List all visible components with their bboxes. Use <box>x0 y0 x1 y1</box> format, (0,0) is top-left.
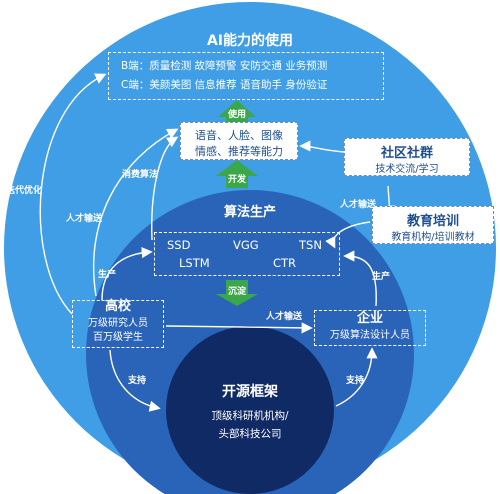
model-ctr: CTR <box>273 256 297 270</box>
capability-line-2: 情感、推荐等能力 <box>195 145 283 158</box>
open-source-line-1: 顶级科研机机构/ <box>211 410 289 422</box>
ai-usage-title: AI能力的使用 <box>206 33 294 49</box>
enterprise-box: 企业 万级算法设计人员 <box>314 310 426 346</box>
talent-middle-label: 人才输送 <box>266 312 303 322</box>
iterate-arrow <box>39 73 107 315</box>
support-right-label: 支持 <box>346 376 365 386</box>
model-ssd: SSD <box>167 238 191 252</box>
talent-middle-arrow <box>165 322 313 334</box>
develop-arrow <box>216 160 258 188</box>
consume-label: 消费算法 <box>122 170 159 180</box>
precipitate-label: 沉淀 <box>227 287 246 297</box>
produce-right-arrow <box>343 250 377 307</box>
community-subtitle: 技术交流/学习 <box>375 164 439 175</box>
consume-arrow <box>151 136 179 241</box>
community-title: 社区社群 <box>380 146 433 161</box>
produce-left-arrow <box>101 247 153 301</box>
talent-left-label: 人才输送 <box>66 214 103 224</box>
support-right-arrow <box>335 347 378 407</box>
model-tsn: TSN <box>299 238 322 252</box>
use-label: 使用 <box>227 110 246 120</box>
b-side-row: B端：质量检测 故障预警 安防交通 业务预测 <box>121 60 328 72</box>
university-line-1: 万级研究人员 <box>88 318 148 329</box>
enterprise-line-1: 万级算法设计人员 <box>330 330 410 341</box>
education-box: 教育培训 教育机构/培训教材 <box>372 206 494 244</box>
education-subtitle: 教育机构/培训教材 <box>391 232 475 243</box>
develop-label: 开发 <box>227 175 246 185</box>
education-title: 教育培训 <box>406 214 459 229</box>
support-left-arrow <box>109 349 161 412</box>
university-box: 高校 万级研究人员 百万级学生 <box>72 299 164 348</box>
use-arrow <box>218 100 256 125</box>
produce-right-label: 生产 <box>372 272 391 282</box>
support-left-label: 支持 <box>128 376 147 386</box>
open-source-title: 开源框架 <box>222 384 278 400</box>
capability-line-1: 语音、人脸、图像 <box>195 129 283 142</box>
algorithm-title: 算法生产 <box>223 205 276 220</box>
model-lstm: LSTM <box>179 256 210 270</box>
precipitate-arrow <box>216 280 258 306</box>
model-vgg: VGG <box>233 238 259 252</box>
community-box: 社区社群 技术交流/学习 <box>344 138 470 176</box>
university-title: 高校 <box>104 299 131 314</box>
iterate-label: 迭代优化 <box>6 186 43 196</box>
models-box: SSD VGG TSN LSTM CTR <box>154 232 340 276</box>
talent-left-arrow <box>92 128 179 297</box>
produce-left-label: 生产 <box>98 270 117 280</box>
inner-circle <box>166 326 334 494</box>
ai-usage-box: B端：质量检测 故障预警 安防交通 业务预测 C端：美颜美图 信息推荐 语音助手… <box>108 52 384 100</box>
capability-box: 语音、人脸、图像 情感、推荐等能力 <box>180 122 298 160</box>
community-capability-arrow <box>299 140 345 153</box>
open-source-line-2: 头部科技公司 <box>218 428 282 440</box>
enterprise-title: 企业 <box>356 311 383 326</box>
university-line-2: 百万级学生 <box>93 332 143 343</box>
talent-right-label: 人才输送 <box>340 200 377 210</box>
c-side-row: C端：美颜美图 信息推荐 语音助手 身份验证 <box>121 79 328 91</box>
